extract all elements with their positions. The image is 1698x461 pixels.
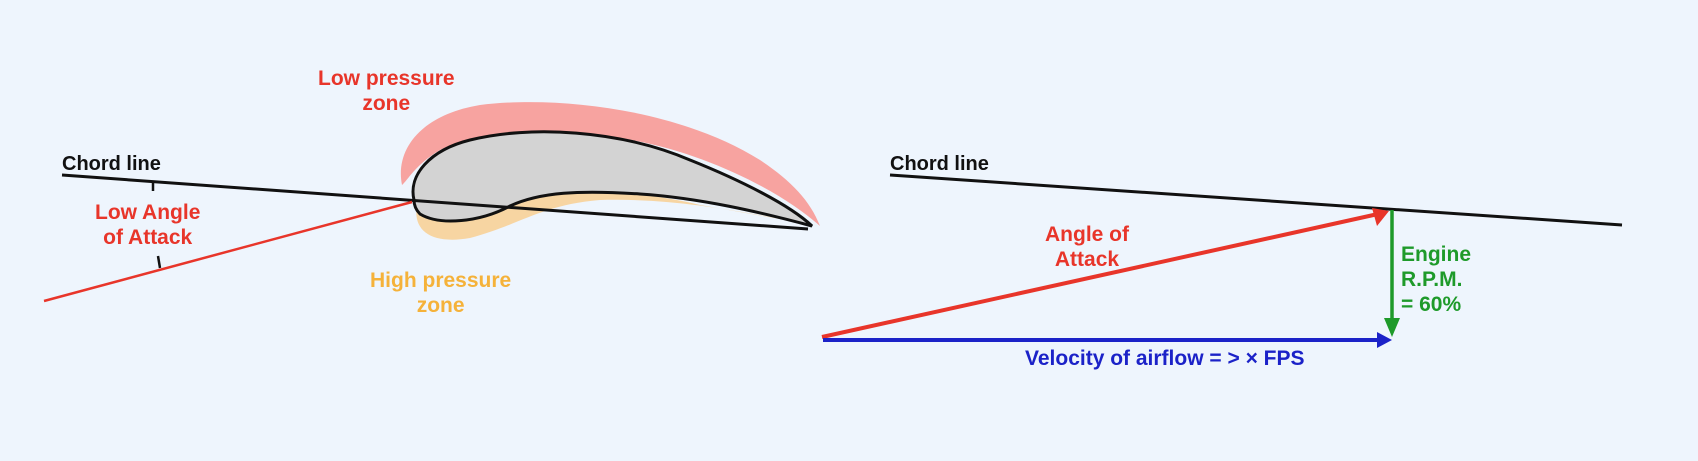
low-angle-label-line1: Low Angle xyxy=(95,201,201,224)
angle-of-attack-label: Angle of Attack xyxy=(1045,222,1129,272)
airfoil xyxy=(411,130,814,228)
low-pressure-label-line1: Low pressure xyxy=(318,67,455,90)
angle-of-attack-label-line2: Attack xyxy=(1054,248,1120,271)
angle-of-attack-label-line1: Angle of xyxy=(1045,223,1129,246)
velocity-arrowhead xyxy=(1377,332,1392,348)
low-angle-label: Low Angle of Attack xyxy=(95,200,200,250)
velocity-label: Velocity of airflow = > × FPS xyxy=(1025,347,1305,370)
angle-of-attack-arrow xyxy=(821,212,1379,339)
left-chord-label: Chord line xyxy=(62,153,161,175)
right-chord-line xyxy=(889,173,1623,227)
angle-arrowhead xyxy=(1372,208,1389,226)
high-pressure-label: High pressure zone xyxy=(370,268,511,318)
rpm-label: Engine R.P.M. = 60% xyxy=(1401,242,1471,317)
right-chord-label: Chord line xyxy=(890,153,989,175)
rpm-label-line3: = 60% xyxy=(1401,293,1462,316)
low-angle-label-line2: of Attack xyxy=(103,226,193,249)
left-chord-line xyxy=(61,173,809,231)
left-relative-wind-line xyxy=(43,200,413,303)
low-pressure-label-line2: zone xyxy=(362,92,411,115)
high-pressure-label-line2: zone xyxy=(416,294,465,317)
right-vector-diagram xyxy=(821,173,1623,348)
rpm-label-line1: Engine xyxy=(1401,243,1472,266)
rpm-label-line2: R.P.M. xyxy=(1401,268,1463,291)
angle-tick-bottom xyxy=(156,255,162,269)
high-pressure-label-line1: High pressure xyxy=(370,269,512,292)
low-pressure-label: Low pressure zone xyxy=(318,66,455,116)
rpm-arrowhead xyxy=(1384,318,1400,337)
left-airfoil-diagram xyxy=(43,102,820,303)
